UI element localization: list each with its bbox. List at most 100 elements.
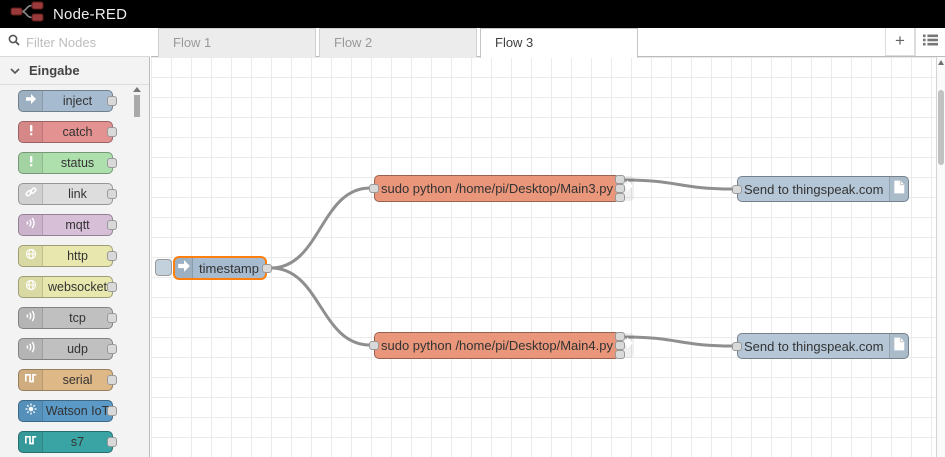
palette-node-label: Watson IoT <box>45 404 110 418</box>
node-icon-region <box>19 215 43 235</box>
node-icon-region <box>19 432 43 452</box>
wire[interactable] <box>623 335 734 348</box>
output-port[interactable] <box>615 193 625 202</box>
filter-nodes-input[interactable] <box>26 34 131 50</box>
palette-node-watson-iot[interactable]: Watson IoT <box>18 400 117 422</box>
node-red-logo-icon <box>10 1 44 27</box>
tab-flow-2[interactable]: Flow 2 <box>319 28 477 57</box>
canvas-scrollbar[interactable] <box>936 57 945 457</box>
output-port[interactable] <box>615 350 625 359</box>
input-port[interactable] <box>732 341 742 351</box>
node-icon-region <box>19 370 43 390</box>
input-port[interactable] <box>732 184 742 194</box>
node-icon-region <box>19 91 43 111</box>
node-icon-region <box>19 153 43 173</box>
palette-node-label: http <box>67 249 88 263</box>
chevron-down-icon <box>10 62 20 80</box>
node-port <box>107 96 117 106</box>
output-port[interactable] <box>615 341 625 350</box>
paper-icon <box>892 180 906 199</box>
node-icon-region <box>19 401 43 421</box>
flow-list-button[interactable] <box>915 28 945 56</box>
wire[interactable] <box>270 266 371 347</box>
palette-node-mqtt[interactable]: mqtt <box>18 214 117 236</box>
tabbar-controls: + <box>885 28 945 57</box>
node-icon-region <box>19 122 43 142</box>
palette-node-label: tcp <box>69 311 86 325</box>
input-port[interactable] <box>369 341 379 350</box>
node-port <box>107 251 117 261</box>
node-label: Send to thingspeak.com <box>744 338 884 354</box>
search-icon <box>8 33 20 51</box>
tab-flow-1[interactable]: Flow 1 <box>158 28 316 57</box>
scroll-up-icon[interactable] <box>133 87 141 92</box>
node-icon-region <box>19 277 43 297</box>
palette-node-websocket[interactable]: websocket <box>18 276 117 298</box>
exec-node-main3[interactable]: sudo python /home/pi/Desktop/Main3.py <box>374 175 634 202</box>
canvas-scrollbar-thumb[interactable] <box>938 90 944 165</box>
node-port <box>107 127 117 137</box>
squarewave-icon <box>24 371 37 389</box>
node-label: sudo python /home/pi/Desktop/Main3.py <box>381 181 613 196</box>
node-port <box>107 344 117 354</box>
inject-arrow-icon <box>25 92 37 110</box>
node-icon-region <box>889 177 908 201</box>
palette-node-label: catch <box>62 125 93 139</box>
wire[interactable] <box>270 186 371 270</box>
tab-flow-3[interactable]: Flow 3 <box>480 28 638 58</box>
palette-scrollbar[interactable] <box>133 85 141 457</box>
palette-node-inject[interactable]: inject <box>18 90 117 112</box>
input-port[interactable] <box>369 184 379 193</box>
inject-button[interactable] <box>155 259 172 276</box>
globe-icon <box>25 247 37 265</box>
wire[interactable] <box>623 178 734 191</box>
node-port <box>107 375 117 385</box>
paper-icon <box>892 337 906 356</box>
scroll-up-icon[interactable] <box>938 60 944 65</box>
node-port <box>107 282 117 292</box>
palette-node-s7[interactable]: s7 <box>18 431 117 453</box>
exec-node-main4[interactable]: sudo python /home/pi/Desktop/Main4.py <box>374 332 634 359</box>
squarewave-icon <box>24 433 37 451</box>
palette-node-label: serial <box>62 373 93 387</box>
palette-node-status[interactable]: status <box>18 152 117 174</box>
node-send-to-thingspeak-2[interactable]: Send to thingspeak.com <box>737 333 909 359</box>
output-port[interactable] <box>615 175 625 184</box>
waves-icon <box>25 340 37 358</box>
palette-search-box[interactable] <box>0 28 150 57</box>
globe-icon <box>25 278 37 296</box>
node-icon-region <box>19 184 43 204</box>
output-port[interactable] <box>262 263 272 273</box>
node-port <box>107 313 117 323</box>
exclamation-icon <box>25 154 37 172</box>
category-label: Eingabe <box>29 63 80 78</box>
palette-node-label: status <box>60 156 95 170</box>
palette-node-link[interactable]: link <box>18 183 117 205</box>
inject-node-timestamp[interactable]: timestamp <box>173 256 267 280</box>
palette-node-catch[interactable]: catch <box>18 121 117 143</box>
palette-node-label: link <box>68 187 87 201</box>
node-port <box>107 158 117 168</box>
palette-node-http[interactable]: http <box>18 245 117 267</box>
add-flow-button[interactable]: + <box>885 28 915 56</box>
palette-node-label: udp <box>67 342 88 356</box>
palette-node-tcp[interactable]: tcp <box>18 307 117 329</box>
palette-node-serial[interactable]: serial <box>18 369 117 391</box>
node-label: sudo python /home/pi/Desktop/Main4.py <box>381 338 613 353</box>
exclamation-icon <box>25 123 37 141</box>
output-port[interactable] <box>615 332 625 341</box>
palette-scrollbar-thumb[interactable] <box>133 95 140 117</box>
node-icon-region <box>889 334 908 358</box>
node-send-to-thingspeak-1[interactable]: Send to thingspeak.com <box>737 176 909 202</box>
output-port[interactable] <box>615 184 625 193</box>
palette-category-eingabe[interactable]: Eingabe <box>0 57 149 85</box>
palette-node-udp[interactable]: udp <box>18 338 117 360</box>
waves-icon <box>25 309 37 327</box>
flow-canvas[interactable]: timestamp sudo python /home/pi/Desktop/Ma… <box>151 57 936 457</box>
palette-sidebar: Eingabe inject catch status link mqtt http… <box>0 28 150 457</box>
node-label: Send to thingspeak.com <box>744 181 884 197</box>
